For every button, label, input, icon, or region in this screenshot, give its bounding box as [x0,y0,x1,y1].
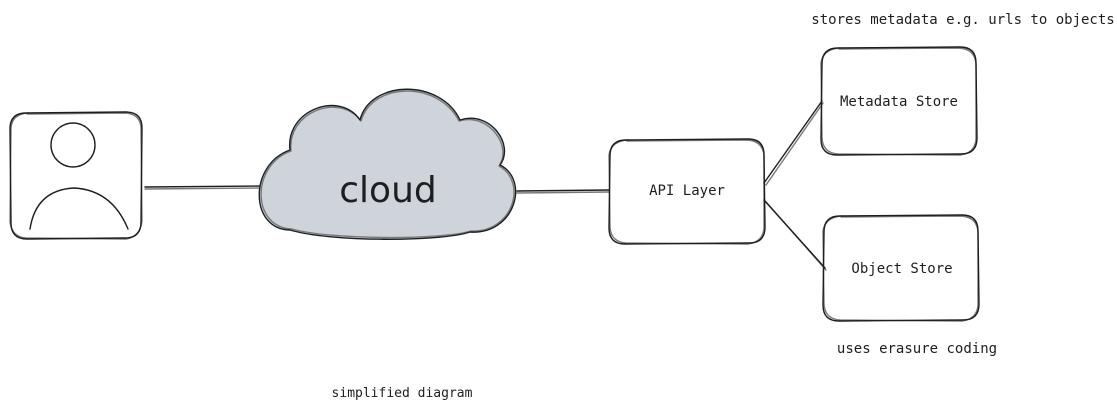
metadata-note: stores metadata e.g. urls to objects [811,12,1114,28]
object-store-label: Object Store [851,261,952,277]
diagram-caption: simplified diagram [332,386,473,401]
connector-api-object [763,199,827,271]
object-note: uses erasure coding [837,341,997,357]
connector-cloud-api [516,189,610,194]
connector-user-cloud [144,185,263,190]
api-layer-label: API Layer [649,183,725,199]
cloud-label: cloud [339,170,437,211]
api-layer-node[interactable]: API Layer [608,138,766,245]
cloud-node[interactable]: cloud [258,88,517,240]
object-store-node[interactable]: Object Store [822,214,980,322]
connector-api-metadata [763,100,824,186]
metadata-store-node[interactable]: Metadata Store [820,46,978,156]
metadata-store-label: Metadata Store [840,94,958,110]
user-avatar-icon [29,122,129,230]
user-node[interactable] [9,111,143,240]
